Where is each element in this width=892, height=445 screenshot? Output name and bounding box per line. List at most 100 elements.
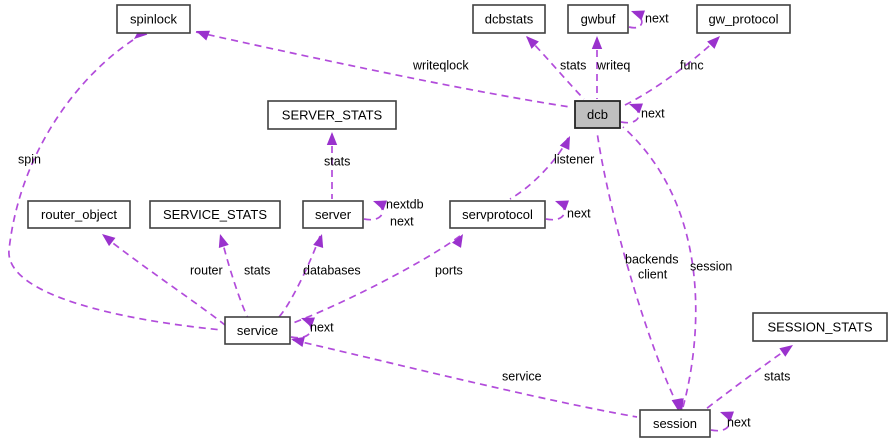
node-box[interactable] (696, 4, 791, 34)
node-box[interactable] (639, 409, 711, 438)
edge-e-service-spin-spinlock (8, 26, 223, 331)
edge-line (290, 319, 312, 339)
edge-arrowhead (301, 317, 315, 328)
edge-e-server-nextdb-server (363, 200, 387, 221)
edge-arrowhead (629, 103, 643, 114)
edge-label: ports (435, 263, 463, 277)
edge-arrowhead (526, 36, 539, 49)
edge-arrowhead (326, 132, 338, 145)
edge-arrowhead (631, 10, 645, 21)
edge-label: func (680, 58, 704, 72)
edge-line (526, 36, 585, 100)
edge-line (509, 137, 569, 200)
node-servprotocol[interactable]: servprotocol (449, 200, 546, 229)
edge-label: session (690, 259, 732, 273)
edge-e-service-ports-servprotocol (292, 234, 463, 324)
node-box[interactable] (224, 316, 291, 345)
edge-label: stats (244, 263, 270, 277)
edge-arrowhead (720, 411, 734, 422)
edge-label: next (310, 320, 334, 334)
edge-line (103, 235, 226, 326)
edge-e-dcb-stats-dcbstats (526, 36, 585, 100)
node-box[interactable] (267, 100, 397, 130)
edge-label: stats (560, 58, 586, 72)
edge-line (596, 131, 679, 407)
edge-e-dcb-func-gw_protocol (622, 36, 720, 107)
edge-label: spin (18, 152, 41, 166)
edge-label: router (190, 263, 223, 277)
edge-e-service-router-router_object (102, 234, 226, 326)
edge-label: next (641, 106, 665, 120)
edge-arrowhead (218, 234, 229, 248)
node-dcb[interactable]: dcb (574, 100, 621, 129)
edge-e-servprotocol-listener-dcb (509, 136, 570, 200)
edge-line (292, 235, 461, 324)
node-label: SERVER_STATS (282, 107, 383, 122)
edge-label: next (645, 11, 669, 25)
edge-arrowhead (291, 336, 305, 347)
node-gw_protocol[interactable]: gw_protocol (696, 4, 791, 34)
node-label: spinlock (130, 11, 177, 26)
node-box[interactable] (567, 4, 629, 34)
node-spinlock[interactable]: spinlock (116, 4, 191, 34)
node-SESSION_STATS[interactable]: SESSION_STATS (752, 312, 888, 342)
node-box[interactable] (116, 4, 191, 34)
node-session[interactable]: session (639, 409, 711, 438)
edge-label: next (727, 415, 751, 429)
node-box[interactable] (449, 200, 546, 229)
edge-e-server-stats-SERVER_STATS (326, 132, 338, 199)
node-box[interactable] (149, 200, 281, 229)
edge-e-session-service-service (291, 336, 638, 418)
edge-arrowhead (707, 36, 720, 49)
edge-line (705, 346, 791, 410)
node-gwbuf[interactable]: gwbuf (567, 4, 629, 34)
edge-arrowhead (673, 398, 684, 412)
edge-label: backends (625, 252, 679, 266)
node-service[interactable]: service (224, 316, 291, 345)
edge-e-service-databases-server (278, 234, 324, 318)
edge-arrowhead (779, 345, 793, 357)
edge-line (622, 37, 719, 107)
node-box[interactable] (302, 200, 364, 229)
edge-e-gwbuf-next-gwbuf (628, 10, 645, 29)
edge-line (622, 126, 697, 408)
node-label: gw_protocol (708, 11, 778, 26)
node-label: service (237, 323, 278, 338)
node-box[interactable] (27, 200, 131, 229)
edge-e-service-next-service (290, 317, 315, 339)
node-server[interactable]: server (302, 200, 364, 229)
edge-arrowhead (373, 200, 387, 211)
node-SERVER_STATS[interactable]: SERVER_STATS (267, 100, 397, 130)
edge-arrowhead (555, 200, 569, 211)
edge-e-dcb-writeqlock-spinlock (195, 30, 571, 108)
node-label: SERVICE_STATS (163, 207, 267, 222)
edge-e-service-stats-SERVICE_STATS (218, 234, 249, 319)
node-router_object[interactable]: router_object (27, 200, 131, 229)
edge-e-dcb-writeq-gwbuf (591, 36, 603, 99)
edge-e-dcb-next-dcb (620, 103, 643, 124)
edge-label: listener (554, 152, 594, 166)
edge-label: next (390, 214, 414, 228)
edge-label: nextdb (386, 197, 424, 211)
edge-arrowhead (559, 136, 570, 150)
edge-e-session-stats-SESSION_STATS (705, 345, 793, 410)
edge-label: stats (764, 369, 790, 383)
edge-line (292, 339, 638, 418)
node-dcbstats[interactable]: dcbstats (472, 4, 546, 34)
edge-label: databases (303, 263, 361, 277)
edges-layer (8, 10, 793, 432)
edge-label: service (502, 369, 542, 383)
node-label: session (653, 416, 697, 431)
edge-line (195, 31, 571, 108)
edge-arrowhead (591, 36, 603, 49)
node-box[interactable] (472, 4, 546, 34)
edge-line (8, 39, 223, 331)
edge-line (278, 235, 321, 318)
node-box[interactable] (574, 100, 621, 129)
edge-e-dcb-session-session (622, 126, 697, 412)
node-SERVICE_STATS[interactable]: SERVICE_STATS (149, 200, 281, 229)
edge-e-servprotocol-next-servprotocol (545, 200, 569, 221)
node-box[interactable] (752, 312, 888, 342)
